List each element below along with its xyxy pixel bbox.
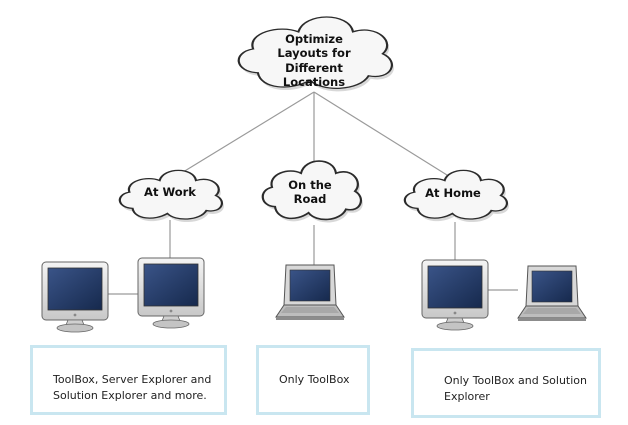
at-work-label: At Work xyxy=(144,185,196,199)
on-the-road-cloud-label: On the Road xyxy=(265,178,355,207)
connector-line xyxy=(313,91,456,181)
devices-layer xyxy=(41,257,587,333)
note-line: Explorer xyxy=(444,389,490,403)
on-the-road-line: Road xyxy=(293,192,327,207)
note-line: Only ToolBox xyxy=(279,373,350,386)
root-cloud-line: Different xyxy=(285,60,343,75)
at-home-label: At Home xyxy=(425,186,481,200)
at-home-cloud-label: At Home xyxy=(405,186,501,200)
desktop-monitor-icon xyxy=(421,259,489,331)
root-cloud-line: Layouts for xyxy=(277,46,351,61)
note-line: ToolBox, Server Explorer and xyxy=(53,373,212,386)
desktop-monitor-icon xyxy=(137,257,205,329)
laptop-icon xyxy=(517,265,587,322)
at-home-note-box: Only ToolBox and Solution Explorer xyxy=(411,348,601,418)
note-line: Only ToolBox and Solution xyxy=(444,374,588,387)
root-cloud-line: Optimize xyxy=(285,32,343,46)
at-work-cloud-label: At Work xyxy=(122,185,218,199)
connector-lines xyxy=(108,91,518,295)
at-work-note-box: ToolBox, Server Explorer and Solution Ex… xyxy=(30,345,227,415)
root-cloud-label: Optimize Layouts for Different Locations xyxy=(262,32,366,90)
desktop-monitor-icon xyxy=(41,261,109,333)
connector-line xyxy=(169,91,315,181)
root-cloud-line: Locations xyxy=(282,75,346,90)
on-the-road-line: On the xyxy=(288,178,332,192)
laptop-icon xyxy=(275,264,345,321)
on-the-road-note-box: Only ToolBox xyxy=(256,345,370,415)
note-line: Solution Explorer and more. xyxy=(53,388,207,402)
